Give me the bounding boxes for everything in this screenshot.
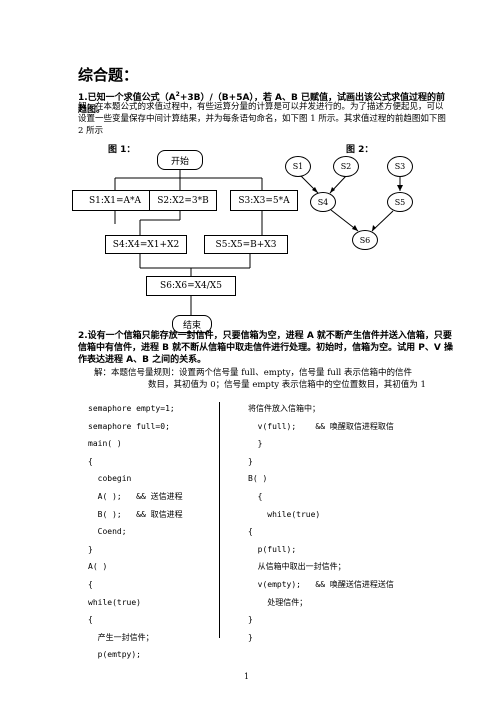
code-line: B( ); && 取信进程 <box>88 509 183 519</box>
code-line: A( ); && 送信进程 <box>88 491 183 501</box>
graph-node-s6: S6 <box>352 230 378 250</box>
graph-node-s2: S2 <box>333 156 359 177</box>
code-line: while(true) <box>248 509 321 519</box>
code-line: B( ) <box>248 474 268 484</box>
flow-s2: S2:X2=3*B <box>149 190 217 211</box>
solution-line-2: 数目，其初值为 0；信号量 empty 表示信箱中的空位置数目，其初值为 1 <box>148 380 426 390</box>
code-line: 将信件放入信箱中； <box>248 404 320 413</box>
code-line: 产生一封信件； <box>88 632 154 642</box>
code-right-column: 将信件放入信箱中； v(full); && 唤醒取信进程取信 }}B( ) { … <box>248 400 394 646</box>
flow-end: 结束 <box>172 315 212 333</box>
graph-node-s1: S1 <box>285 156 311 177</box>
graph-node-s5: S5 <box>387 192 413 212</box>
code-line: } <box>248 456 253 466</box>
code-line: p(full); <box>248 544 297 554</box>
code-divider <box>219 402 220 638</box>
code-line: { <box>88 579 93 589</box>
code-line: } <box>248 632 253 642</box>
question-1: 1.已知一个求值公式（A2+3B）/（B+5A），若 A、B 已赋值，试画出该公… <box>78 91 446 115</box>
question-1-solution: 解：在本题公式的求值过程中，有些运算分量的计算是可以并发进行的。为了描述方便起见… <box>78 102 446 136</box>
code-line: semaphore empty=1; <box>88 404 175 413</box>
code-line: { <box>88 456 93 466</box>
flow-s6: S6:X6=X4/X5 <box>146 276 236 296</box>
question-2: 2.设有一个信箱只能存放一封信件，只要信箱为空，进程 A 就不断产生信件并送入信… <box>78 331 453 365</box>
flow-s3: S3:X3=5*A <box>230 190 298 211</box>
code-line: Coend; <box>88 527 127 537</box>
question-2-solution: 解：本题信号量规则：设置两个信号量 full、empty，信号量 full 表示… <box>94 367 464 391</box>
figure-2-label: 图 2： <box>346 145 374 155</box>
code-line: p(emtpy); <box>88 650 141 660</box>
code-line: v(empty); && 唤醒送信进程送信 <box>248 579 394 589</box>
figure-1-label: 图 1： <box>108 145 136 155</box>
code-line: cobegin <box>88 474 132 484</box>
code-line: semaphore full=0; <box>88 421 170 431</box>
code-line: { <box>248 491 263 501</box>
solution-line-1: 解：本题信号量规则：设置两个信号量 full、empty，信号量 full 表示… <box>94 368 412 378</box>
code-line: 从信箱中取出一封信件； <box>248 562 346 572</box>
code-line: while(true) <box>88 597 141 607</box>
page-title: 综合题： <box>78 66 139 84</box>
code-line: { <box>248 527 253 537</box>
code-line: } <box>248 615 253 625</box>
graph-node-s4: S4 <box>310 192 336 212</box>
flow-s4: S4:X4=X1+X2 <box>105 235 187 254</box>
flow-start: 开始 <box>157 150 203 170</box>
code-line: v(full); && 唤醒取信进程取信 <box>248 421 394 431</box>
code-line: main( ) <box>88 439 122 449</box>
code-line: } <box>88 544 93 554</box>
flow-s1: S1:X1=A*A <box>72 190 158 211</box>
flow-s5: S5:X5=B+X3 <box>204 235 288 254</box>
page-number: 1 <box>244 672 250 681</box>
code-line: } <box>248 439 263 449</box>
code-line: A( ) <box>88 562 108 572</box>
code-line: { <box>88 615 93 625</box>
graph-node-s3: S3 <box>387 156 413 177</box>
code-left-column: semaphore empty=1; semaphore full=0; main(… <box>88 400 183 664</box>
code-line: 处理信件； <box>248 597 308 607</box>
